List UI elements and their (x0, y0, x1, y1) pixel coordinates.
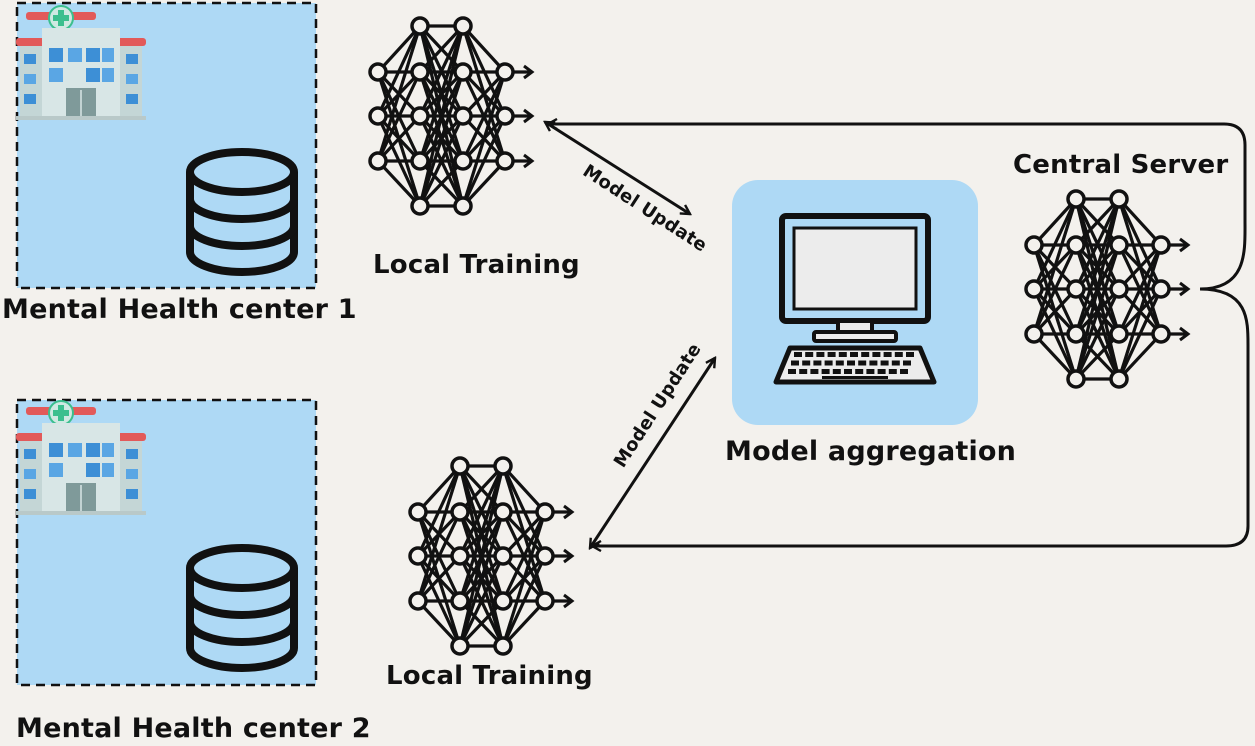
local-training-label-1: Local Training (373, 250, 580, 280)
local-network-1-icon (368, 16, 535, 216)
center-2-label: Mental Health center 2 (16, 713, 371, 744)
desktop-computer-icon (732, 180, 978, 425)
mental-health-center-1 (15, 1, 318, 290)
local-network-2-icon (408, 456, 575, 656)
model-update-arrow-1 (545, 122, 690, 214)
central-network-icon (1024, 189, 1191, 389)
feedback-loop-2 (592, 287, 1250, 546)
mental-health-center-2 (15, 398, 318, 687)
central-server-title: Central Server (1013, 150, 1229, 180)
feedback-loop-1 (548, 124, 1247, 291)
database-icon (190, 152, 294, 272)
center-1-label: Mental Health center 1 (2, 294, 357, 325)
model-aggregation-label: Model aggregation (725, 436, 1017, 467)
database-icon (190, 548, 294, 668)
local-training-label-2: Local Training (386, 661, 593, 691)
model-update-arrow-2 (590, 358, 715, 548)
